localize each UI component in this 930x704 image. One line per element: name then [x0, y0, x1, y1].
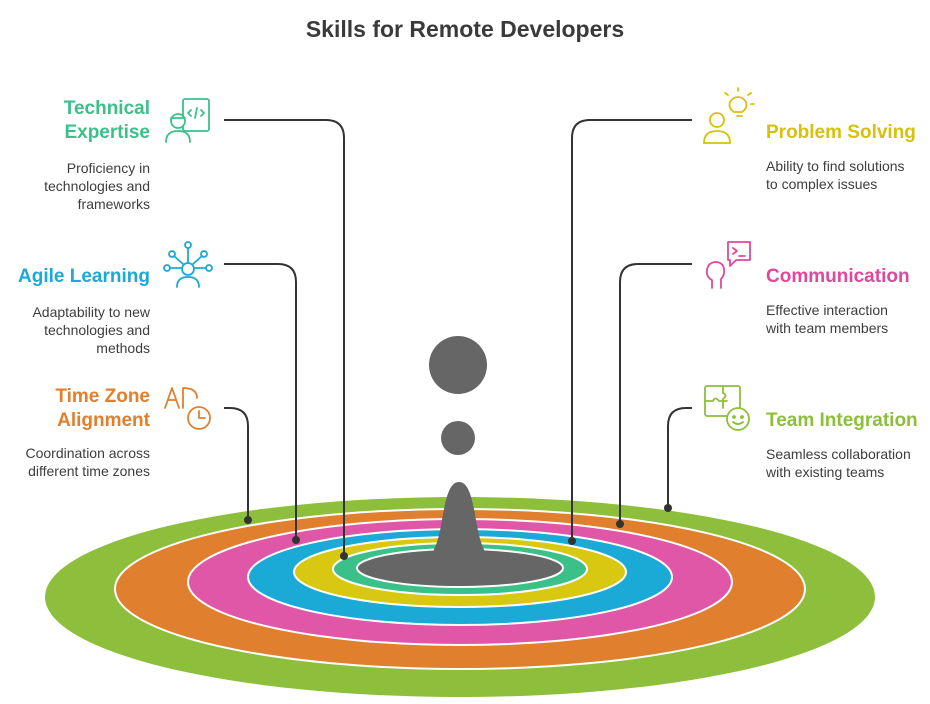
- connector-problem-solving: [571, 119, 692, 541]
- dot-communication: [616, 520, 624, 528]
- dot-technical-expertise: [340, 552, 348, 560]
- droplet-small: [441, 421, 475, 455]
- connector-team-integration: [667, 407, 692, 508]
- skill-title-time-zone-alignment: Time Zone Alignment: [55, 386, 150, 431]
- skill-desc-technical-expertise: Proficiency in technologies and framewor…: [44, 160, 150, 212]
- connector-technical-expertise: [224, 119, 345, 556]
- language-clock-icon: [164, 387, 211, 430]
- skill-desc-communication: Effective interaction with team members: [766, 302, 889, 336]
- network-person-icon: [163, 241, 213, 288]
- dot-problem-solving: [568, 537, 576, 545]
- skill-title-communication: Communication: [766, 266, 910, 287]
- connector-agile-learning: [224, 263, 297, 540]
- dot-agile-learning: [292, 536, 300, 544]
- developer-code-icon: [165, 98, 210, 143]
- connectors: [224, 119, 692, 556]
- droplet-large: [429, 336, 487, 394]
- connector-dots: [244, 504, 672, 560]
- dot-time-zone-alignment: [244, 516, 252, 524]
- page-title: Skills for Remote Developers: [305, 16, 625, 42]
- skill-desc-problem-solving: Ability to find solutions to complex iss…: [766, 158, 905, 192]
- person-lightbulb-icon: [703, 87, 755, 144]
- skill-title-agile-learning: Agile Learning: [18, 266, 150, 287]
- dot-team-integration: [664, 504, 672, 512]
- skill-desc-agile-learning: Adaptability to new technologies and met…: [32, 304, 150, 356]
- splash-spike: [396, 482, 522, 574]
- skill-desc-time-zone-alignment: Coordination across different time zones: [25, 445, 150, 479]
- skill-title-team-integration: Team Integration: [766, 410, 918, 431]
- skill-title-problem-solving: Problem Solving: [766, 122, 916, 143]
- connector-communication: [619, 263, 692, 524]
- connector-time-zone-alignment: [224, 407, 249, 520]
- skill-desc-team-integration: Seamless collaboration with existing tea…: [766, 446, 911, 480]
- skill-title-technical-expertise: Technical Expertise: [63, 98, 150, 143]
- puzzle-smiley-icon: [704, 385, 750, 431]
- person-terminal-chat-icon: [705, 241, 751, 289]
